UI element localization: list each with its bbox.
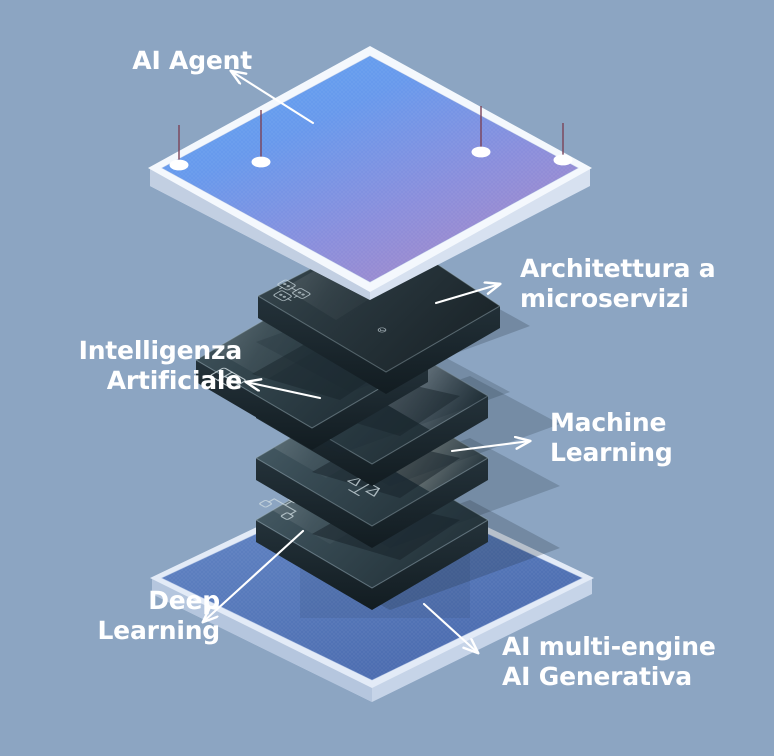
layer-intelligenza-artificiale <box>194 291 510 454</box>
containers-icon <box>273 279 311 302</box>
label-ai-generativa: AI multi-engine AI Generativa <box>502 632 716 691</box>
label-ai-agent: AI Agent <box>132 46 252 75</box>
label-intelligenza-artificiale: Intelligenza Artificiale <box>78 336 243 395</box>
connector-pins <box>169 106 573 171</box>
label-deep-learning: Deep Learning <box>97 586 220 645</box>
layer-top-plate <box>148 46 592 300</box>
arrow-ai-agent <box>231 71 315 125</box>
arrow-machine-learning <box>450 441 530 453</box>
arrow-deep-learning <box>203 529 305 622</box>
arrow-ai-generativa <box>422 602 478 653</box>
arrow-intelligenza <box>246 382 322 400</box>
badge-icon <box>377 327 387 333</box>
arrow-microservizi <box>434 284 500 305</box>
label-machine-learning: Machine Learning <box>550 408 673 467</box>
window-layout-icon <box>210 367 246 389</box>
label-architettura-microservizi: Architettura a microservizi <box>520 254 716 313</box>
